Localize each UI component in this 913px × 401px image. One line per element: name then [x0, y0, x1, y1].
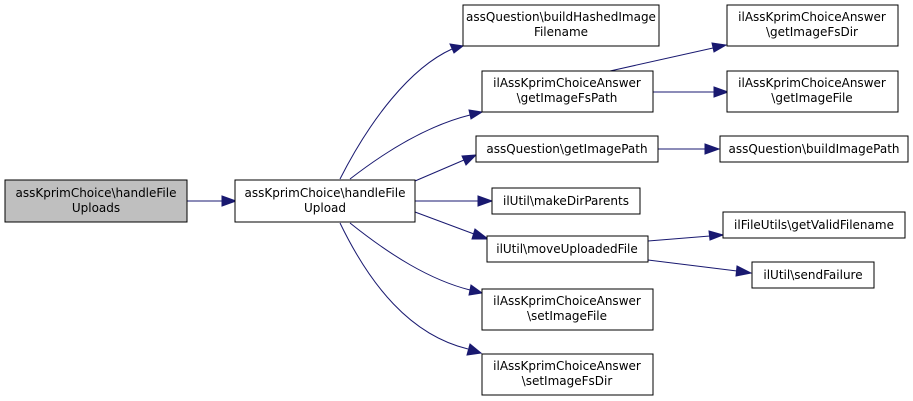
edge-handlefileupload-to-buildhashedimagefilename — [339, 43, 465, 180]
node-get-image-file[interactable]: ilAssKprimChoiceAnswer \getImageFile — [726, 70, 899, 113]
node-get-image-fs-path[interactable]: ilAssKprimChoiceAnswer \getImageFsPath — [481, 70, 654, 113]
edge-getimagefspath-to-getimagefile — [653, 86, 730, 98]
node-label-line: ilAssKprimChoiceAnswer — [738, 76, 886, 90]
node-label-line: Filename — [534, 25, 588, 39]
edge-handlefileupload-to-getimagefspath — [349, 109, 484, 180]
node-label-line: Uploads — [72, 201, 120, 215]
edge-getimagepath-to-buildimagepath — [658, 143, 721, 155]
node-label-line: ilAssKprimChoiceAnswer — [493, 76, 641, 90]
edge-handlefileupload-to-setimagefile — [349, 222, 484, 296]
edge-handlefileupload-to-makedirparents — [415, 195, 494, 207]
node-label-line: assKprimChoice\handleFile — [245, 186, 406, 200]
node-label-line: assQuestion\buildHashedImage — [466, 10, 656, 24]
node-get-image-fs-dir[interactable]: ilAssKprimChoiceAnswer \getImageFsDir — [726, 4, 899, 47]
node-label-line: ilAssKprimChoiceAnswer — [738, 10, 886, 24]
node-build-hashed-image-filename[interactable]: assQuestion\buildHashedImage Filename — [462, 4, 660, 47]
node-label-line: ilFileUtils\getValidFilename — [734, 218, 894, 232]
edge-getimagefspath-to-getimagefsdir — [609, 42, 728, 72]
node-move-uploaded-file[interactable]: ilUtil\moveUploadedFile — [486, 235, 649, 263]
node-label-line: \getImageFile — [771, 91, 852, 105]
node-get-image-path[interactable]: assQuestion\getImagePath — [475, 135, 659, 163]
node-set-image-file[interactable]: ilAssKprimChoiceAnswer \setImageFile — [481, 288, 654, 331]
node-label-line: ilAssKprimChoiceAnswer — [493, 359, 641, 373]
node-label-line: \getImageFsDir — [766, 25, 858, 39]
node-label-line: assQuestion\getImagePath — [486, 142, 647, 156]
node-label-line: Upload — [304, 201, 346, 215]
edge-handlefileupload-to-getimagepath — [414, 154, 478, 182]
edges — [187, 42, 753, 356]
node-label-line: assKprimChoice\handleFile — [16, 186, 177, 200]
node-set-image-fs-dir[interactable]: ilAssKprimChoiceAnswer \setImageFsDir — [481, 353, 654, 396]
node-label-line: \getImageFsPath — [517, 91, 618, 105]
node-label-line: assQuestion\buildImagePath — [728, 142, 899, 156]
edge-handlefileupload-to-setimagefsdir — [339, 222, 483, 356]
node-label-line: \setImageFsDir — [522, 374, 613, 388]
node-send-failure[interactable]: ilUtil\sendFailure — [751, 261, 875, 289]
node-make-dir-parents[interactable]: ilUtil\makeDirParents — [491, 187, 641, 215]
node-build-image-path[interactable]: assQuestion\buildImagePath — [719, 135, 909, 163]
edge-handlefileuploads-to-handlefileupload — [187, 195, 238, 207]
node-label-line: \setImageFile — [527, 309, 607, 323]
node-handle-file-upload[interactable]: assKprimChoice\handleFile Upload — [234, 179, 416, 223]
edge-moveuploadedfile-to-sendfailure — [647, 259, 753, 277]
node-label-line: ilUtil\moveUploadedFile — [496, 242, 638, 256]
node-label-line: ilUtil\makeDirParents — [503, 194, 629, 208]
node-label-line: ilUtil\sendFailure — [763, 268, 862, 282]
node-get-valid-filename[interactable]: ilFileUtils\getValidFilename — [722, 211, 906, 239]
nodes: assKprimChoice\handleFile Uploads assKpr… — [4, 4, 909, 396]
edge-handlefileupload-to-moveuploadedfile — [414, 211, 490, 240]
node-label-line: ilAssKprimChoiceAnswer — [493, 294, 641, 308]
edge-moveuploadedfile-to-getvalidfilename — [647, 230, 725, 242]
node-handle-file-uploads[interactable]: assKprimChoice\handleFile Uploads — [4, 179, 188, 223]
